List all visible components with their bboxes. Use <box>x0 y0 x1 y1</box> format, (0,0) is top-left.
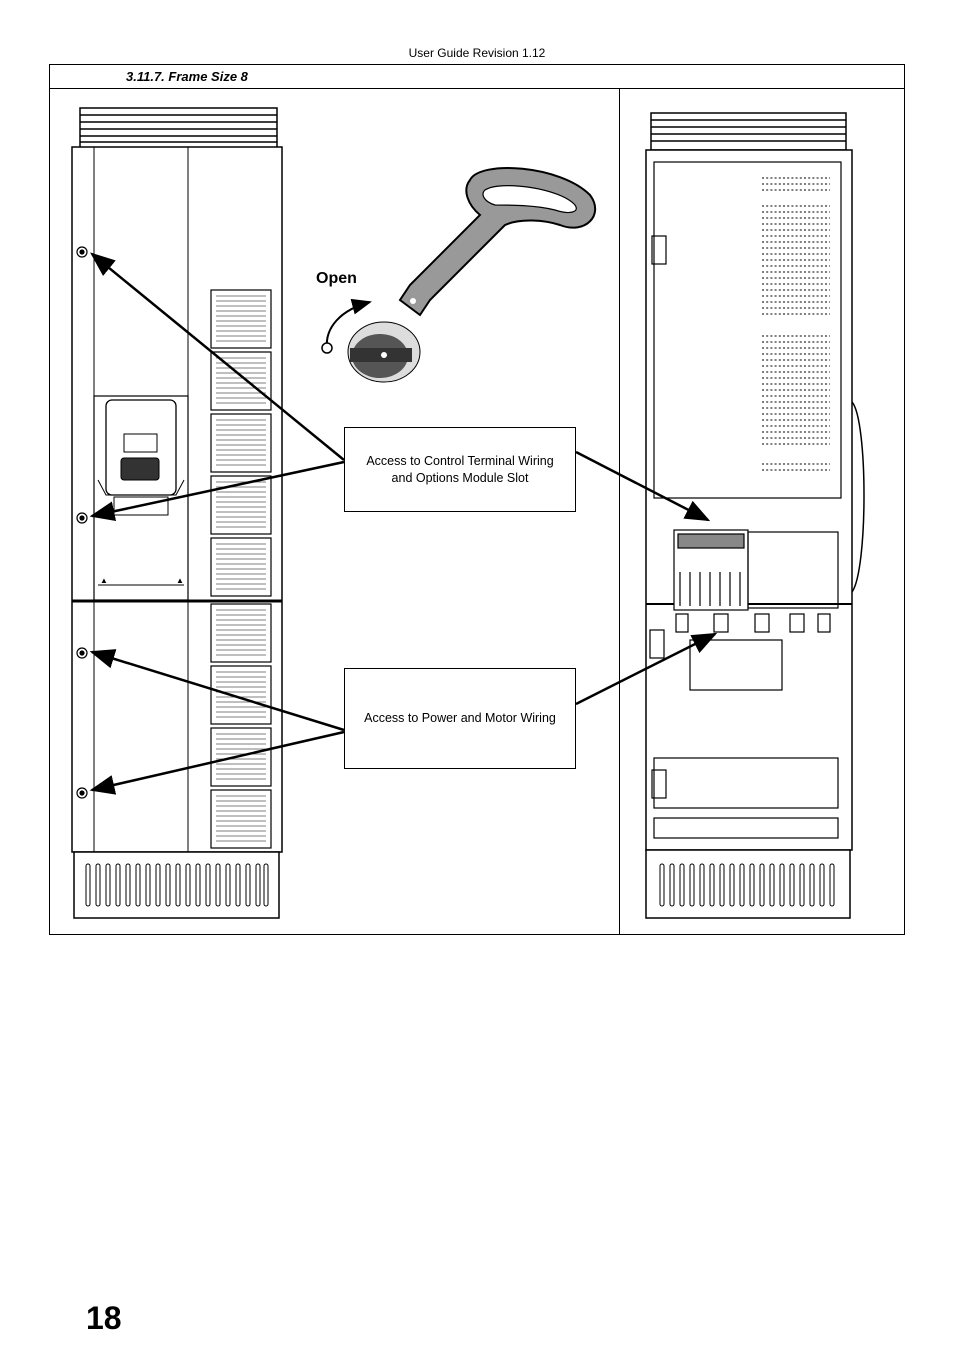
door-key-icon <box>398 167 597 317</box>
svg-text:▲: ▲ <box>100 576 108 585</box>
louvre-slats <box>216 295 266 842</box>
page-number: 18 <box>86 1300 122 1336</box>
base-plinth <box>73 851 280 919</box>
rotate-arrow-icon <box>321 298 372 354</box>
title-divider <box>49 88 905 89</box>
base-plinth-right <box>645 849 851 919</box>
leader-arrows <box>89 252 718 795</box>
callout-control-wiring: Access to Control Terminal Wiring and Op… <box>344 427 576 512</box>
figure-frame <box>49 64 905 935</box>
page-header: User Guide Revision 1.12 <box>408 46 546 60</box>
section-title: 3.11.7. Frame Size 8 <box>126 69 248 84</box>
control-module <box>673 529 839 611</box>
callout-power-wiring: Access to Power and Motor Wiring <box>344 668 576 769</box>
arrow-power-upper <box>89 649 345 732</box>
arrow-power-right <box>575 632 718 706</box>
open-cabinet <box>645 112 865 919</box>
top-heatsink-right <box>650 112 847 151</box>
open-label: Open <box>316 270 357 287</box>
vent-holes <box>762 177 830 471</box>
arrow-power-lower <box>89 730 345 795</box>
door-lock-icons <box>76 246 88 799</box>
lock-dial-icon <box>347 321 421 383</box>
arrow-control-mid <box>89 460 345 522</box>
arrow-control-top <box>90 252 345 461</box>
arrow-control-right <box>575 450 711 522</box>
top-heatsink <box>79 107 278 149</box>
louvre-panels <box>210 289 272 849</box>
svg-text:▲: ▲ <box>176 576 184 585</box>
hinges <box>649 235 865 799</box>
column-divider <box>619 88 620 935</box>
